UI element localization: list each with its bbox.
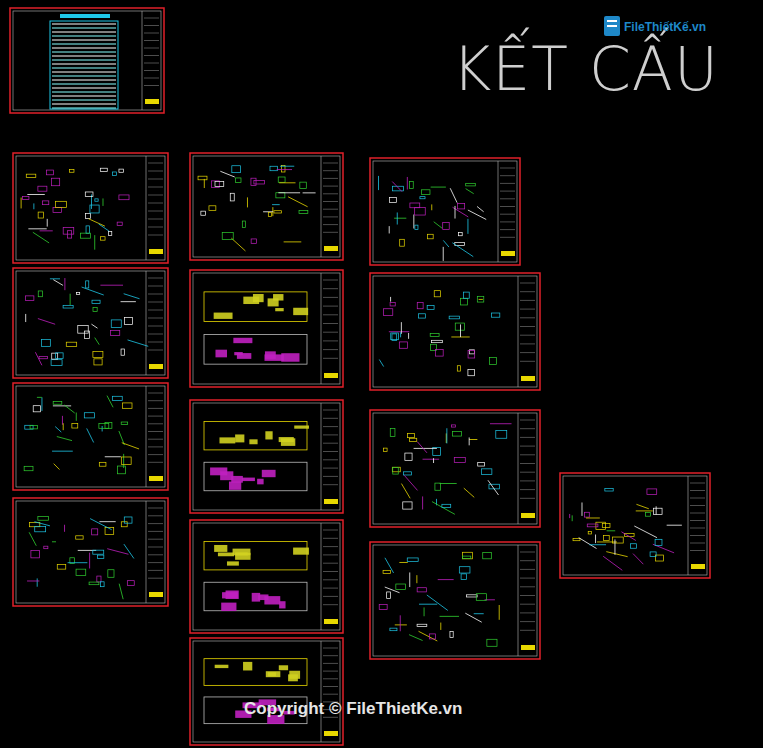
drawing-sheet (190, 270, 343, 387)
drawing-sheet (13, 383, 168, 490)
drawing-sheet (190, 520, 343, 633)
logo-text: FileThiếtKế.vn (624, 20, 706, 34)
drawing-sheet (190, 400, 343, 513)
drawing-sheet (370, 410, 540, 527)
drawing-sheet (560, 473, 710, 578)
sheet-title: KẾT CẤU (452, 34, 719, 104)
drawing-sheet (190, 153, 343, 260)
drawing-sheet (13, 153, 168, 263)
logo-icon (604, 16, 620, 36)
watermark: Copyright © FileThietKe.vn (244, 699, 462, 719)
drawing-sheet (10, 8, 164, 113)
drawing-sheet (370, 273, 540, 390)
drawing-sheet (370, 158, 520, 265)
drawing-sheet (13, 268, 168, 378)
drawing-sheet (370, 542, 540, 659)
drawing-sheet (190, 638, 343, 745)
drawing-sheet (13, 498, 168, 606)
